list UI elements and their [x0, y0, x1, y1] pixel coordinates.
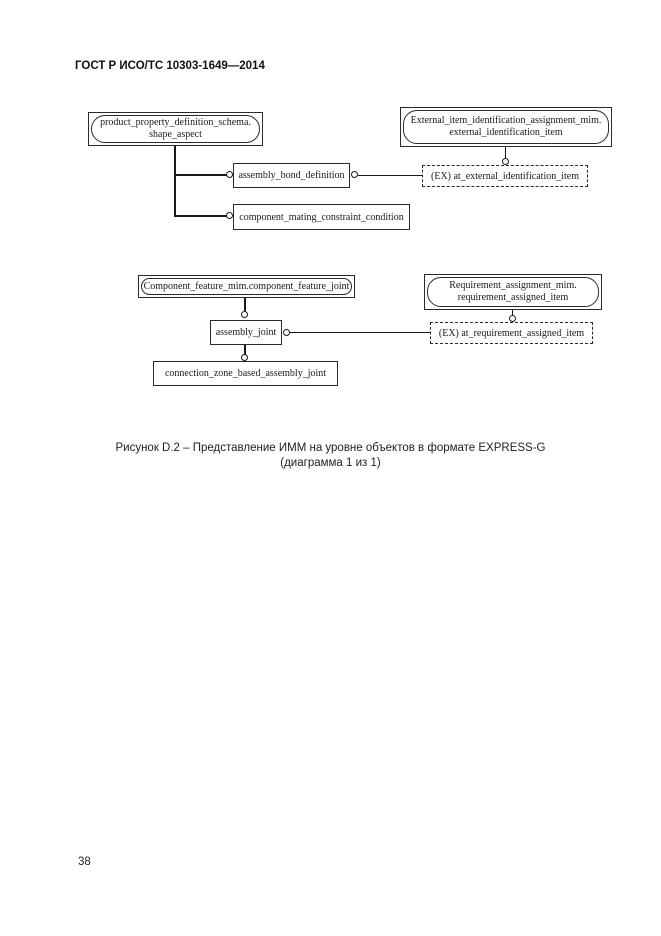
- schema-ref-requirement-assigned-item: Requirement_assignment_mim. requirement_…: [424, 274, 602, 310]
- entity-assembly-bond-definition: assembly_bond_definition: [233, 163, 350, 188]
- attribute-at-requirement-assigned-item: (EX) at_requirement_assigned_item: [430, 322, 593, 344]
- attribute-line: [512, 310, 513, 317]
- schema-ref-line2: external_identification_item: [449, 127, 563, 138]
- schema-ref-line2: requirement_assigned_item: [457, 292, 569, 303]
- attribute-at-external-identification-item: (EX) at_external_identification_item: [422, 165, 588, 187]
- schema-ref-oval: External_item_identification_assignment_…: [403, 110, 609, 144]
- entity-component-mating-constraint-condition: component_mating_constraint_condition: [233, 204, 410, 230]
- subtype-circle: [241, 354, 248, 361]
- attribute-circle: [283, 329, 290, 336]
- supertype-line: [244, 298, 246, 311]
- attribute-circle: [502, 158, 509, 165]
- page-number: 38: [78, 856, 91, 868]
- attribute-line: [505, 147, 506, 159]
- schema-ref-component-feature-joint: Component_feature_mim.component_feature_…: [138, 275, 355, 298]
- subtype-circle: [241, 311, 248, 318]
- schema-ref-oval: product_property_definition_schema. shap…: [91, 115, 260, 143]
- figure-caption-line2: (диаграмма 1 из 1): [280, 457, 381, 469]
- supertype-line: [244, 345, 246, 355]
- supertype-branch-line: [174, 215, 228, 217]
- subtype-circle: [226, 171, 233, 178]
- schema-ref-line1: Component_feature_mim.component_feature_…: [143, 280, 350, 292]
- figure-caption: Рисунок D.2 – Представление ИММ на уровн…: [0, 441, 661, 471]
- figure-caption-line1: Рисунок D.2 – Представление ИММ на уровн…: [115, 442, 546, 454]
- page-header: ГОСТ Р ИСО/ТС 10303-1649—2014: [75, 60, 265, 72]
- supertype-trunk-line: [174, 146, 176, 217]
- schema-ref-line2: shape_aspect: [149, 129, 202, 140]
- attribute-line: [290, 332, 430, 333]
- schema-ref-oval: Requirement_assignment_mim. requirement_…: [427, 277, 599, 307]
- attribute-line: [358, 175, 422, 176]
- supertype-branch-line: [174, 174, 228, 176]
- attribute-circle: [509, 315, 516, 322]
- entity-connection-zone-based-assembly-joint: connection_zone_based_assembly_joint: [153, 361, 338, 386]
- schema-ref-oval: Component_feature_mim.component_feature_…: [141, 278, 352, 295]
- schema-ref-line1: Requirement_assignment_mim.: [449, 280, 577, 291]
- schema-ref-line1: product_property_definition_schema.: [100, 117, 251, 128]
- schema-ref-shape-aspect: product_property_definition_schema. shap…: [88, 112, 263, 146]
- schema-ref-line1: External_item_identification_assignment_…: [410, 115, 602, 126]
- subtype-circle: [226, 212, 233, 219]
- entity-assembly-joint: assembly_joint: [210, 320, 282, 345]
- schema-ref-external-identification-item: External_item_identification_assignment_…: [400, 107, 612, 147]
- attribute-circle: [351, 171, 358, 178]
